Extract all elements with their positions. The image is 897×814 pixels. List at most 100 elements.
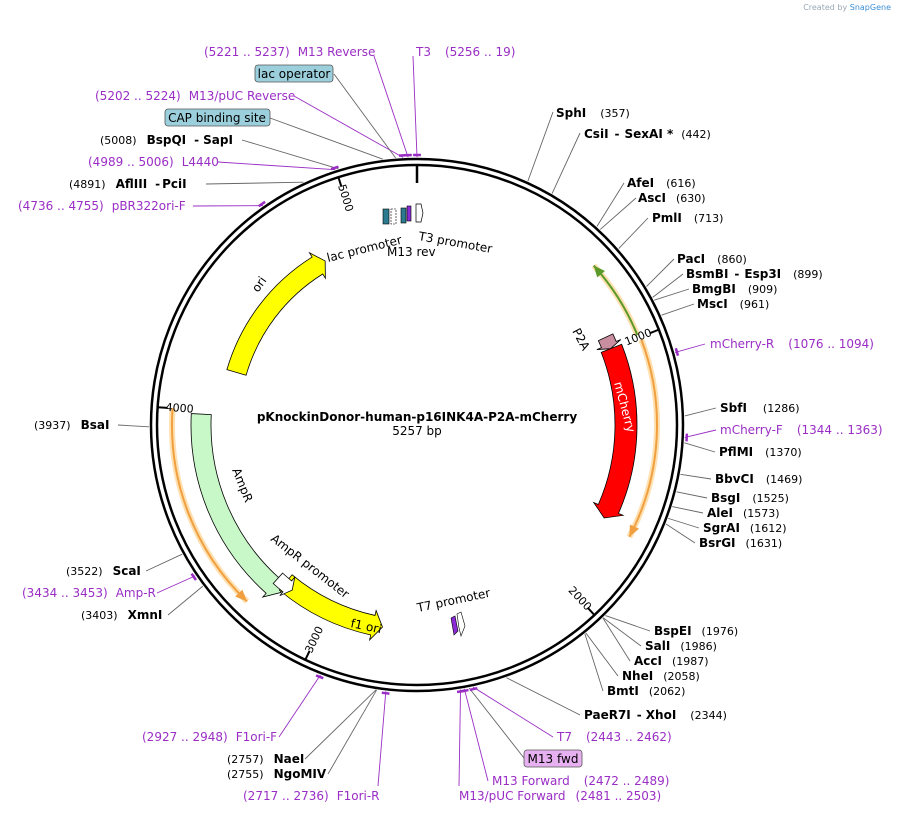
- enzyme-label[interactable]: BmgBI(909): [692, 282, 777, 296]
- lac-operator-block[interactable]: [382, 208, 390, 225]
- p2a-label[interactable]: P2A: [569, 326, 593, 354]
- ori-arrow[interactable]: [226, 251, 326, 376]
- orf-arc-orange-right[interactable]: [628, 339, 658, 538]
- leader-line: [412, 55, 418, 158]
- leader-line: [661, 303, 695, 316]
- primer-label[interactable]: (4736 .. 4755)pBR322ori-F: [18, 199, 186, 213]
- primer-site-mark[interactable]: [190, 572, 197, 581]
- primer-label[interactable]: (5202 .. 5224)M13/pUC Reverse: [95, 89, 295, 103]
- primer-site-mark[interactable]: [674, 347, 680, 356]
- primer-site-mark[interactable]: [330, 165, 339, 171]
- t3-promoter-arrow[interactable]: [415, 203, 424, 223]
- leader-line: [602, 617, 642, 647]
- primer-label[interactable]: mCherry-R(1076 .. 1094): [710, 337, 874, 351]
- leader-line: [463, 688, 489, 782]
- ampr-arrow[interactable]: [190, 413, 284, 598]
- bp-tick-label: 1000: [623, 326, 654, 348]
- enzyme-label[interactable]: NheI(2058): [622, 669, 700, 683]
- enzyme-label[interactable]: (3522)ScaI: [66, 564, 141, 578]
- mcherry-arrow[interactable]: [592, 343, 638, 519]
- leader-line: [458, 689, 461, 787]
- primer-label[interactable]: (4989 .. 5006)L4440: [88, 155, 219, 169]
- enzyme-label[interactable]: CsiI-SexAI *(442): [584, 127, 711, 141]
- enzyme-label[interactable]: PacI(860): [677, 252, 747, 266]
- m13-rev-block[interactable]: [406, 205, 412, 222]
- plasmid-length: 5257 bp: [392, 424, 442, 438]
- enzyme-label[interactable]: (4891)AflIII-PciI: [69, 177, 187, 191]
- primer-label[interactable]: T7(2443 .. 2462): [556, 730, 672, 744]
- leader-line: [646, 258, 675, 287]
- leader-line: [327, 689, 378, 775]
- primer-label[interactable]: M13 Forward(2472 .. 2489): [492, 774, 669, 788]
- m13-fwd-tag[interactable]: M13 fwd: [523, 749, 583, 768]
- ampr-label[interactable]: AmpR: [229, 466, 255, 504]
- f1-ori-label[interactable]: f1 ori: [349, 616, 383, 636]
- primer-label[interactable]: (2927 .. 2948)F1ori-F: [142, 730, 277, 744]
- enzyme-label[interactable]: (5008)BspQI-SapI: [100, 133, 233, 147]
- lac-operator-label: lac operator: [258, 67, 331, 81]
- m13-fwd-label: M13 fwd: [528, 752, 579, 766]
- enzyme-label[interactable]: SalI(1986): [645, 639, 717, 653]
- m13-fwd-block[interactable]: [450, 615, 459, 636]
- enzyme-label[interactable]: PmlI(713): [652, 211, 723, 225]
- enzyme-label[interactable]: AfeI(616): [627, 176, 696, 190]
- primer-label[interactable]: M13/pUC Forward(2481 .. 2503): [459, 789, 661, 803]
- enzyme-label[interactable]: PaeR7I-XhoI(2344): [584, 708, 727, 722]
- t7-promoter-label[interactable]: T7 promoter: [415, 586, 492, 615]
- cap-site-block[interactable]: [400, 207, 407, 224]
- enzyme-label[interactable]: BsrGI(1631): [699, 536, 782, 550]
- leader-line: [665, 523, 696, 544]
- enzyme-label[interactable]: SbfI(1286): [720, 401, 800, 415]
- cap-site-tag[interactable]: CAP binding site: [164, 108, 271, 127]
- enzyme-label[interactable]: (3937)BsaI: [34, 418, 109, 432]
- leader-line: [278, 674, 321, 738]
- primer-label[interactable]: (3434 .. 3453)Amp-R: [22, 586, 156, 600]
- enzyme-label[interactable]: SgrAI(1612): [703, 521, 786, 535]
- primer-label[interactable]: mCherry-F(1344 .. 1363): [720, 423, 883, 437]
- f1-ori-arrow[interactable]: [278, 574, 383, 642]
- primer-label[interactable]: (2717 .. 2736)F1ori-R: [243, 789, 380, 803]
- enzyme-label[interactable]: AccI(1987): [634, 654, 709, 668]
- bp-tick-mark: [304, 650, 311, 661]
- enzyme-label[interactable]: PflMI(1370): [719, 445, 802, 459]
- enzyme-label[interactable]: (3403)XmnI: [81, 608, 162, 622]
- primer-label[interactable]: T3(5256 .. 19): [415, 45, 515, 59]
- primer-site-mark[interactable]: [258, 200, 266, 208]
- leader-line: [468, 687, 525, 759]
- backbone-outer: [149, 157, 685, 693]
- t7-feature-blocks: [450, 611, 466, 637]
- bp-tick-label: 5000: [335, 183, 356, 214]
- orf-arc-orange-left[interactable]: [171, 408, 248, 603]
- enzyme-label[interactable]: MscI(961): [697, 297, 769, 311]
- lac-operator-tag[interactable]: lac operator: [254, 64, 334, 83]
- leader-line: [584, 633, 604, 692]
- small-feature-blocks: [382, 203, 424, 225]
- primer-site-mark[interactable]: [469, 686, 478, 692]
- enzyme-label[interactable]: BsmBI-Esp3I(899): [686, 267, 823, 281]
- primer-site-mark[interactable]: [315, 674, 324, 680]
- primer-site-mark[interactable]: [381, 691, 390, 695]
- enzyme-label[interactable]: AscI(630): [638, 191, 706, 205]
- leader-line: [373, 55, 409, 158]
- ampr-promoter-arrow[interactable]: [272, 572, 296, 597]
- leader-line: [377, 691, 387, 787]
- lac-promoter-block[interactable]: [390, 208, 397, 225]
- enzyme-label[interactable]: BsgI(1525): [711, 491, 789, 505]
- enzyme-label[interactable]: BbvCI(1469): [715, 472, 802, 486]
- enzyme-label[interactable]: BspEI(1976): [654, 624, 738, 638]
- enzyme-label[interactable]: BmtI(2062): [607, 684, 685, 698]
- ori-label[interactable]: ori: [249, 274, 269, 295]
- t7-promoter-arrow[interactable]: [456, 611, 466, 637]
- leader-line: [333, 73, 396, 159]
- enzyme-label[interactable]: (2755)NgoMIV: [227, 767, 327, 781]
- leader-line: [605, 615, 651, 632]
- enzyme-label[interactable]: SphI(357): [556, 106, 630, 120]
- m13-rev-label[interactable]: M13 rev: [387, 245, 436, 259]
- p2a-arrow[interactable]: [596, 333, 622, 350]
- enzyme-label[interactable]: AleI(1573): [707, 506, 780, 520]
- primer-site-mark[interactable]: [456, 689, 465, 694]
- primer-label[interactable]: (5221 .. 5237)M13 Reverse: [204, 45, 375, 59]
- enzyme-label[interactable]: (2757)NaeI: [227, 752, 304, 766]
- cap-site-label: CAP binding site: [168, 111, 266, 125]
- leader-line: [654, 288, 690, 301]
